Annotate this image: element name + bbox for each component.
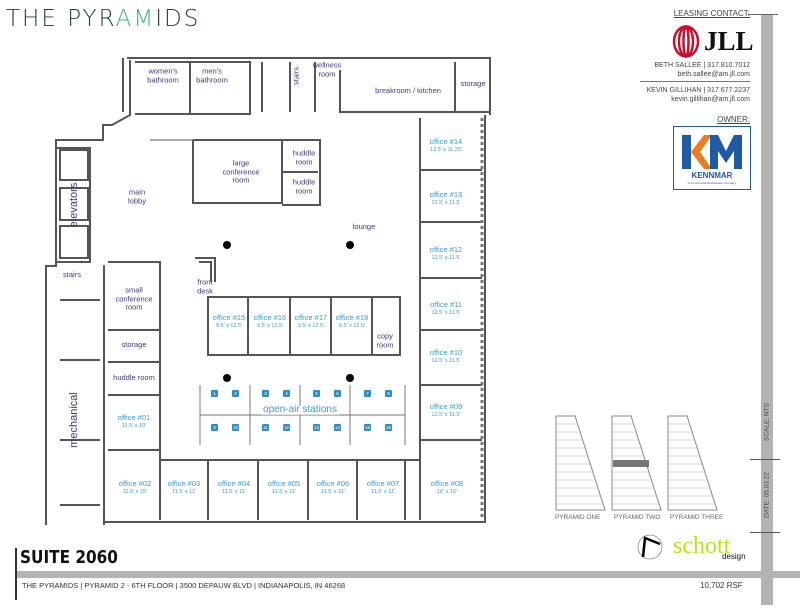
workstation[interactable]: 2 (232, 390, 239, 397)
workstation[interactable]: 10 (232, 424, 239, 431)
room-wellness[interactable]: wellness room (312, 60, 342, 78)
workstation[interactable]: 14 (334, 424, 341, 431)
suite-title: SUITE 2060 (20, 547, 118, 568)
divider (750, 459, 780, 460)
workstation[interactable]: 13 (313, 424, 320, 431)
room-storage-top[interactable]: storage (460, 78, 486, 88)
contact-beth: BETH SALLEE | 317.810.7012 beth.sallee@a… (654, 61, 750, 79)
footer-bar (15, 571, 800, 578)
kennmar-logo: KENNMAR A Commercial Real Estate Company (673, 126, 751, 190)
pyramids-logo: THE PYRAMIDS (6, 6, 201, 32)
kennmar-tagline: A Commercial Real Estate Company (687, 181, 737, 185)
room-storage-left[interactable]: storage (121, 339, 147, 349)
workstation[interactable]: 3 (262, 390, 269, 397)
open-air-stations[interactable]: open-air stations (261, 403, 339, 415)
title-block-bar (761, 15, 773, 605)
room-small-conference[interactable]: small conference room (115, 285, 153, 312)
room-womens-bathroom[interactable]: women's bathroom (147, 66, 179, 84)
address: THE PYRAMIDS | PYRAMID 2 - 6TH FLOOR | 3… (22, 581, 346, 590)
room-stairs-left[interactable]: stairs (63, 269, 81, 279)
workstation[interactable]: 4 (283, 390, 290, 397)
main-lobby[interactable]: main lobby (128, 187, 146, 205)
pyramid-key-plan (555, 415, 718, 511)
leasing-header: LEASING CONTACT: (673, 9, 750, 18)
contact-email[interactable]: kevin.gillihan@am.jll.com (671, 96, 750, 103)
room-breakroom[interactable]: breakroom / kitchen (375, 85, 441, 95)
elevators[interactable]: elevators (68, 182, 80, 228)
column (223, 374, 231, 382)
rentable-square-feet: 10,702 RSF (700, 581, 743, 590)
contact-line: KEVIN GILLIHAN | 317.677.2237 (646, 87, 750, 94)
room-huddle-2[interactable]: huddle room (292, 177, 316, 195)
scale-label: SCALE: NTS (763, 403, 771, 441)
workstation[interactable]: 7 (364, 390, 371, 397)
divider (748, 14, 778, 15)
owner-header: OWNER: (717, 115, 750, 124)
room-mechanical[interactable]: mechanical (68, 392, 80, 448)
contact-kevin: KEVIN GILLIHAN | 317.677.2237 kevin.gill… (647, 86, 750, 104)
lounge[interactable]: lounge (352, 221, 376, 231)
jll-logo: JLL (704, 26, 754, 56)
room-copy[interactable]: copy room (376, 331, 394, 349)
north-arrow-icon (637, 534, 663, 560)
divider (15, 548, 17, 600)
room-large-conference[interactable]: large conference room (222, 158, 260, 185)
key-label-three: PYRAMID THREE (670, 514, 724, 521)
workstation[interactable]: 11 (262, 424, 269, 431)
highlighted-floor (613, 460, 649, 467)
divider (750, 532, 780, 533)
room-mens-bathroom[interactable]: men's bathroom (196, 66, 228, 84)
key-label-two: PYRAMID TWO (614, 514, 661, 521)
workstation[interactable]: 8 (385, 390, 392, 397)
room-huddle-3[interactable]: huddle room (113, 372, 155, 382)
column (346, 374, 354, 382)
workstation[interactable]: 15 (364, 424, 371, 431)
kennmar-wordmark: KENNMAR (691, 171, 733, 180)
workstation[interactable]: 1 (211, 390, 218, 397)
jll-logo-mark (672, 25, 700, 58)
workstation[interactable]: 6 (334, 390, 341, 397)
room-huddle-1[interactable]: huddle room (292, 148, 316, 166)
key-label-one: PYRAMID ONE (555, 514, 601, 521)
workstation[interactable]: 5 (313, 390, 320, 397)
workstation[interactable]: 12 (283, 424, 290, 431)
room-stairs-top[interactable]: stairs (291, 67, 301, 85)
divider (640, 81, 750, 82)
column (346, 241, 354, 249)
contact-email[interactable]: beth.sallee@am.jll.com (677, 71, 750, 78)
date-label: DATE: 05.03.22 (763, 472, 771, 518)
schott-logo: schott (673, 533, 731, 559)
workstation[interactable]: 9 (211, 424, 218, 431)
contact-line: BETH SALLEE | 317.810.7012 (654, 62, 750, 69)
column (223, 241, 231, 249)
schott-logo-sub: design (722, 552, 746, 561)
front-desk[interactable]: front desk (197, 277, 213, 295)
workstation[interactable]: 16 (385, 424, 392, 431)
